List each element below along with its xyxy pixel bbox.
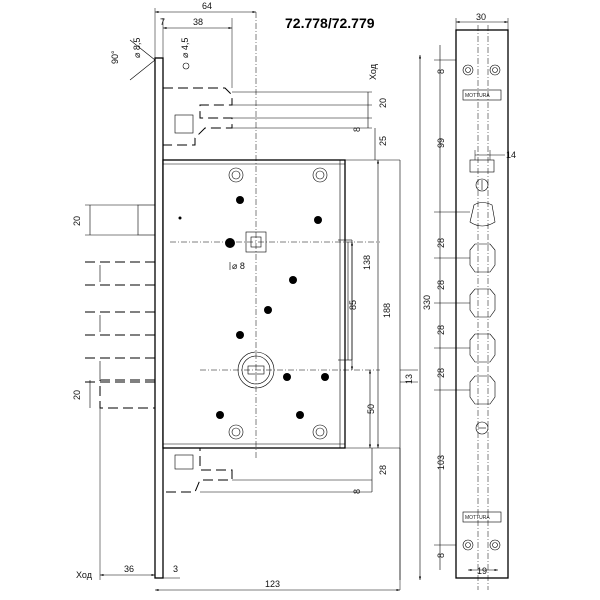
- plate-dim-8-top: 8: [436, 69, 446, 74]
- dim-8-top: 8: [352, 127, 362, 132]
- side-latch: [137, 204, 156, 236]
- faceplate-front: 30 MOTTURA MOTTURA 14: [434, 12, 516, 590]
- dim-20-top: 20: [378, 98, 388, 108]
- plate-dim-103: 103: [436, 455, 446, 470]
- dim-14: 14: [506, 150, 516, 160]
- bottom-hook-outline: [163, 447, 233, 493]
- dim-123: 123: [265, 579, 280, 589]
- top-hook-outline: [163, 87, 233, 146]
- dim-36: 36: [124, 564, 134, 574]
- dim-19: 19: [477, 566, 487, 576]
- case-screws: [178, 167, 329, 440]
- plate-dim-28-1: 28: [436, 238, 446, 248]
- top-hook: [174, 114, 194, 134]
- latch-opening: [469, 159, 495, 173]
- model-title: 72.778/72.779: [285, 15, 375, 31]
- faceplate-body: [455, 29, 509, 579]
- dimensions-left: 20 20: [72, 204, 138, 408]
- lock-case: [162, 159, 346, 449]
- dimensions-bottom: 36 3 123 Ход: [76, 408, 401, 592]
- spindle-size: ⌀ 8: [232, 261, 245, 271]
- stroke-label-bottom: Ход: [76, 570, 93, 580]
- dim-28-bottom: 28: [378, 465, 388, 475]
- deadbolts: [85, 261, 155, 383]
- dim-85: ⌀ 8,5: [132, 38, 142, 58]
- dim-330: 330: [422, 295, 432, 310]
- bottom-hook: [174, 454, 194, 470]
- plate-dim-28-3: 28: [436, 325, 446, 335]
- dimensions-top: 64 38 7 90° ⌀ 8,5 ⌀ 4,5: [110, 1, 256, 88]
- plate-dim-28-4: 28: [436, 368, 446, 378]
- plate-width: 30: [476, 12, 486, 22]
- plate-dim-8-bottom: 8: [436, 553, 446, 558]
- bolt-openings: [469, 202, 496, 405]
- dim-90: 90°: [110, 50, 120, 64]
- plate-dim-28-2: 28: [436, 280, 446, 290]
- dim-50: 50: [366, 404, 376, 414]
- faceplate: [154, 57, 164, 579]
- dim-45: ⌀ 4,5: [180, 38, 190, 58]
- dim-85: 85: [348, 300, 358, 310]
- dim-7: 7: [160, 17, 165, 27]
- stroke-label-top: Ход: [368, 63, 378, 80]
- dim-20-left: 20: [72, 216, 82, 226]
- dim-188: 188: [382, 303, 392, 318]
- dim-25: 25: [378, 136, 388, 146]
- dimensions-right: 20 8 25 138 188 85 50 28 8 330 13: [200, 55, 432, 580]
- dim-138: 138: [362, 255, 372, 270]
- lower-bolt: [99, 379, 156, 409]
- dim-38: 38: [193, 17, 203, 27]
- lock-body: ⌀ 8: [85, 12, 380, 579]
- dim-8-bottom: 8: [352, 489, 362, 494]
- dim-64: 64: [202, 1, 212, 11]
- dim-13: 13: [404, 374, 414, 384]
- brand-label-bottom: MOTTURA: [465, 515, 490, 521]
- brand-label-top: MOTTURA: [465, 93, 490, 99]
- dim-20-left-low: 20: [72, 390, 82, 400]
- plate-dim-99: 99: [436, 138, 446, 148]
- mounting-holes: [462, 64, 501, 551]
- dim-3: 3: [173, 564, 178, 574]
